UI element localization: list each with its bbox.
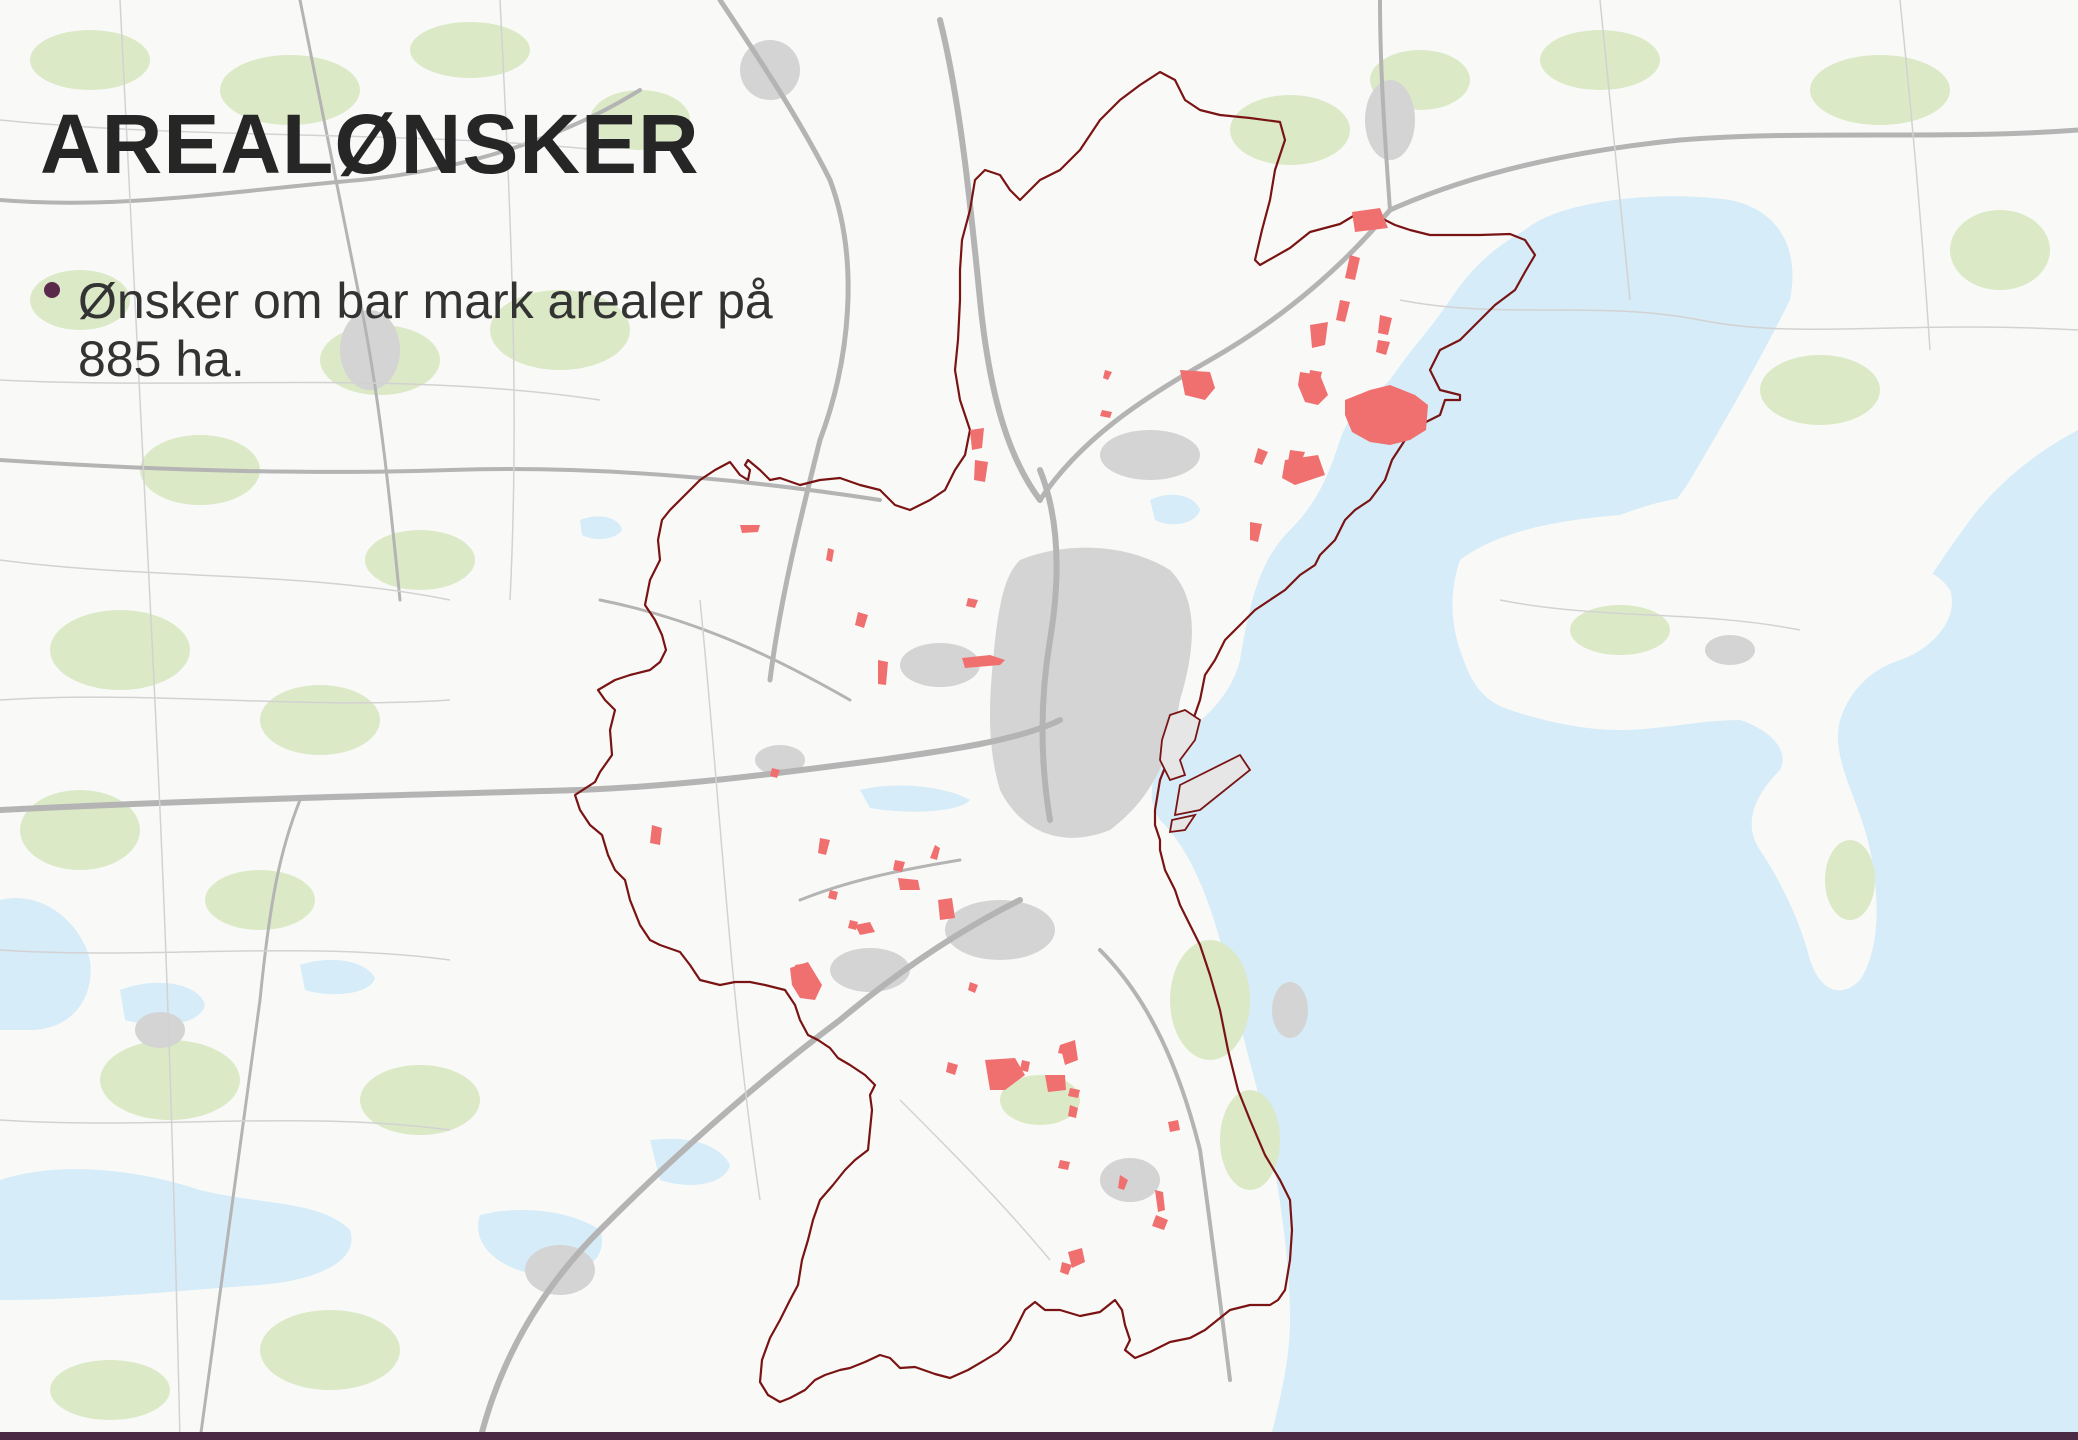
area-wish: [968, 982, 978, 993]
area-wish: [855, 922, 875, 935]
area-wish: [818, 838, 830, 855]
bottom-bar: [0, 1432, 2078, 1440]
lake: [0, 898, 91, 1030]
area-wish: [974, 460, 988, 482]
lake: [0, 1169, 352, 1300]
slide-title: AREALØNSKER: [40, 97, 700, 191]
area-wish: [1254, 448, 1268, 465]
area-wish: [1152, 1215, 1168, 1230]
area-wish: [1060, 1262, 1072, 1275]
area-wish: [1250, 522, 1262, 542]
area-wish: [1282, 455, 1325, 485]
area-wish: [1336, 300, 1350, 322]
area-wish: [1068, 1088, 1080, 1098]
area-wish: [1068, 1105, 1078, 1118]
area-wish: [740, 525, 760, 533]
harbor: [1159, 709, 1252, 834]
area-wish: [946, 1062, 958, 1075]
area-wish: [898, 878, 920, 890]
area-wish: [985, 1058, 1025, 1090]
lake: [580, 516, 622, 540]
bullet-dot: [44, 282, 60, 298]
area-wish: [1058, 1160, 1070, 1170]
area-wish: [962, 655, 1005, 668]
area-wish: [1345, 255, 1360, 280]
area-wish: [1376, 340, 1390, 355]
area-wish: [1180, 370, 1215, 400]
area-wish: [828, 890, 838, 900]
area-wish: [770, 768, 780, 778]
peninsula: [1452, 481, 1952, 991]
urban-areas: [135, 40, 1755, 1295]
area-wish: [1155, 1190, 1165, 1212]
area-wish: [1020, 1060, 1030, 1072]
municipal-boundary: [573, 70, 1537, 1404]
area-wish: [1352, 208, 1388, 232]
area-wish: [1168, 1120, 1180, 1132]
area-wishes: [650, 208, 1428, 1275]
sea: [1151, 196, 2078, 1440]
lake: [120, 982, 205, 1025]
area-wish: [1060, 1040, 1078, 1065]
lake: [860, 785, 970, 812]
area-wish: [1100, 410, 1112, 418]
area-wish: [938, 898, 955, 920]
area-wish: [650, 825, 662, 845]
area-wish: [970, 428, 984, 450]
area-wish: [1345, 385, 1428, 445]
area-wish: [1298, 372, 1328, 405]
area-wish: [893, 860, 905, 872]
lake: [650, 1138, 730, 1185]
bullet-item: Ønsker om bar mark arealer på 885 ha.: [78, 273, 773, 387]
area-wish: [1068, 1248, 1085, 1268]
area-wish: [930, 845, 940, 860]
area-wish: [1103, 370, 1112, 380]
lake: [300, 959, 375, 995]
area-wish: [878, 660, 888, 685]
area-wish: [855, 612, 868, 628]
area-wish: [1378, 315, 1392, 335]
area-wish: [826, 548, 834, 562]
area-wish: [790, 962, 822, 1000]
area-wish: [1310, 322, 1328, 348]
area-wish: [1118, 1175, 1128, 1190]
lake: [1150, 494, 1200, 525]
area-wish: [1045, 1075, 1066, 1092]
area-wish: [966, 598, 978, 608]
area-wish: [848, 920, 858, 930]
